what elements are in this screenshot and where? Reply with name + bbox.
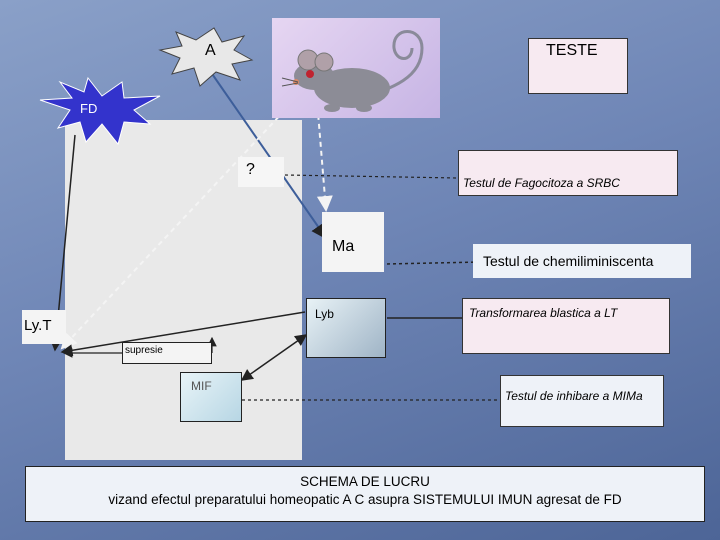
- fd-label: FD: [80, 101, 98, 116]
- supresie-label: supresie: [125, 345, 163, 356]
- lyb-box: Lyb: [306, 298, 386, 358]
- question-box: ?: [238, 157, 284, 187]
- lyb-label: Lyb: [315, 307, 334, 321]
- mif-label: MIF: [191, 379, 212, 393]
- mouse-icon: [281, 30, 424, 112]
- supresie-box: supresie: [122, 342, 212, 364]
- inhibare-box: Testul de inhibare a MIMa: [500, 375, 664, 427]
- question-label: ?: [246, 161, 255, 178]
- a-label: A: [205, 42, 216, 59]
- chemiluminiscenta-box: Testul de chemiliminiscenta: [473, 244, 691, 278]
- fagocitoza-box: Testul de Fagocitoza a SRBC: [458, 150, 678, 196]
- fagocitoza-label: Testul de Fagocitoza a SRBC: [463, 176, 620, 190]
- teste-box: TESTE: [528, 38, 628, 94]
- ma-box: Ma: [322, 212, 384, 272]
- lyt-box: Ly.T: [22, 310, 66, 344]
- arrow-ma-to-chemi: [386, 261, 481, 265]
- ma-label: Ma: [332, 238, 355, 255]
- chemiluminiscenta-label: Testul de chemiliminiscenta: [483, 253, 654, 269]
- transformarea-box: Transformarea blastica a LT: [462, 298, 670, 354]
- caption-title: SCHEMA DE LUCRU: [300, 474, 430, 489]
- arrow-q-to-fago: [284, 174, 459, 179]
- teste-label: TESTE: [546, 42, 598, 59]
- transformarea-label: Transformarea blastica a LT: [469, 306, 618, 320]
- caption-subtitle: vizand efectul preparatului homeopatic A…: [108, 492, 622, 507]
- mouse-image: [272, 18, 440, 118]
- caption-box: SCHEMA DE LUCRU vizand efectul preparatu…: [25, 466, 705, 522]
- inhibare-label: Testul de inhibare a MIMa: [505, 389, 643, 403]
- lyt-label: Ly.T: [24, 317, 52, 334]
- mif-box: MIF: [180, 372, 242, 422]
